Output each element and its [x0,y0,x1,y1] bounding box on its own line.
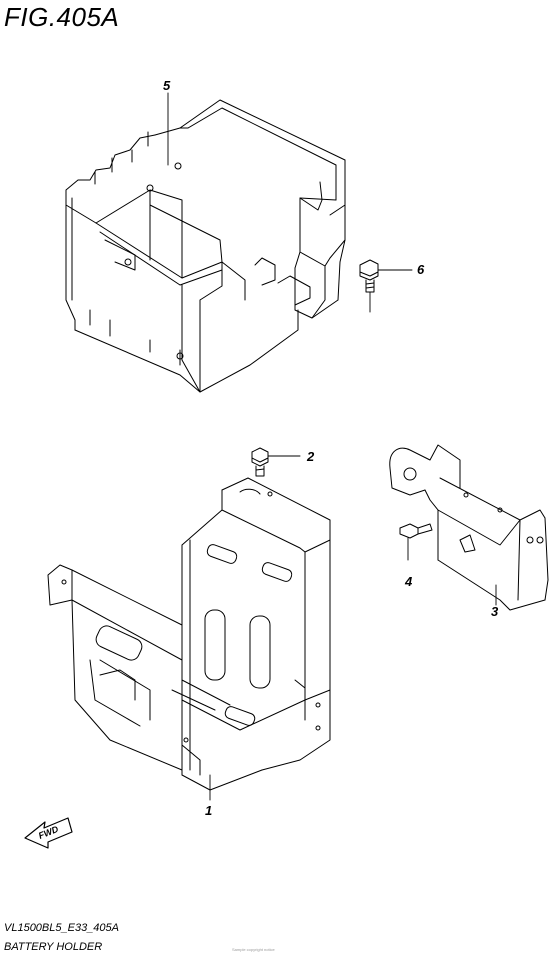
part-number-1: 1 [205,803,213,818]
part-number-6: 6 [417,262,425,277]
holder-bracket-part-1 [47,477,331,801]
part-number-4: 4 [405,574,413,589]
side-bracket-part-3 [389,444,549,611]
fine-print: Sample copyright notice [232,947,275,952]
model-code: VL1500BL5_E33_405A [4,922,119,934]
figure-caption: BATTERY HOLDER [4,941,103,953]
battery-case-part-5 [65,92,346,393]
part-number-5: 5 [163,78,171,93]
fwd-arrow-icon: FWD [24,817,73,849]
figure-title: FIG.405A [4,2,120,32]
bolt-part-2 [251,447,301,477]
bolt-part-4 [399,523,433,561]
bolt-part-6 [359,259,413,313]
part-number-2: 2 [307,449,315,464]
part-number-3: 3 [491,604,499,619]
